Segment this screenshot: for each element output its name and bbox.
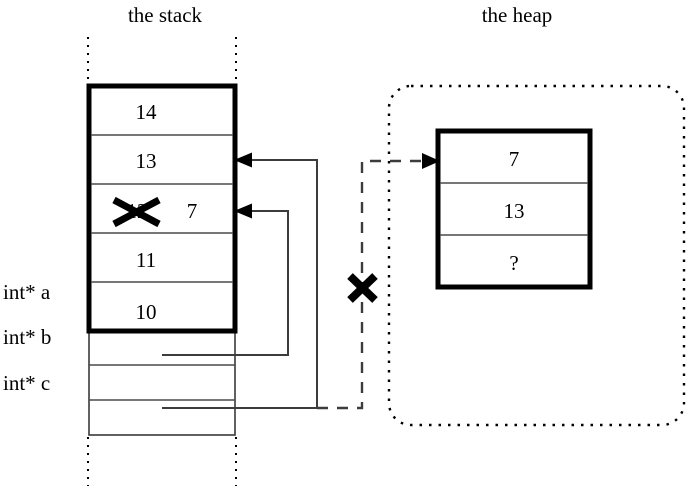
pointer-arrowhead-c bbox=[234, 152, 252, 168]
struck-value-x-icon bbox=[112, 196, 161, 228]
stack-title: the stack bbox=[128, 3, 203, 27]
heap-region-boundary bbox=[387, 84, 686, 427]
stack-cell-value-4: 10 bbox=[136, 300, 157, 324]
heap-block bbox=[435, 128, 593, 290]
stack-cell-value-3: 11 bbox=[136, 248, 156, 272]
variable-label-a: int* a bbox=[3, 280, 51, 304]
heap-cell-value-2: ? bbox=[509, 251, 518, 275]
stack-variables-block bbox=[88, 329, 236, 436]
pointer-arrow-b bbox=[162, 203, 289, 356]
variable-label-b: int* b bbox=[3, 325, 51, 349]
stack-array-block bbox=[86, 83, 238, 334]
pointer-arrow-c bbox=[162, 152, 318, 409]
variable-label-c: int* c bbox=[3, 371, 50, 395]
pointer-arrowhead-b bbox=[234, 203, 252, 219]
heap-cell-value-0: 7 bbox=[509, 147, 520, 171]
dangling-pointer-x-icon bbox=[347, 273, 378, 303]
dangling-pointer-to-heap bbox=[317, 153, 440, 410]
stack-cell-value-0: 14 bbox=[136, 100, 158, 124]
stack-cell-value-1: 13 bbox=[136, 149, 157, 173]
dangling-pointer-arrowhead bbox=[422, 153, 440, 169]
stack-cell-value-2-new: 7 bbox=[187, 199, 198, 223]
heap-cell-value-1: 13 bbox=[504, 199, 525, 223]
heap-title: the heap bbox=[482, 3, 553, 27]
